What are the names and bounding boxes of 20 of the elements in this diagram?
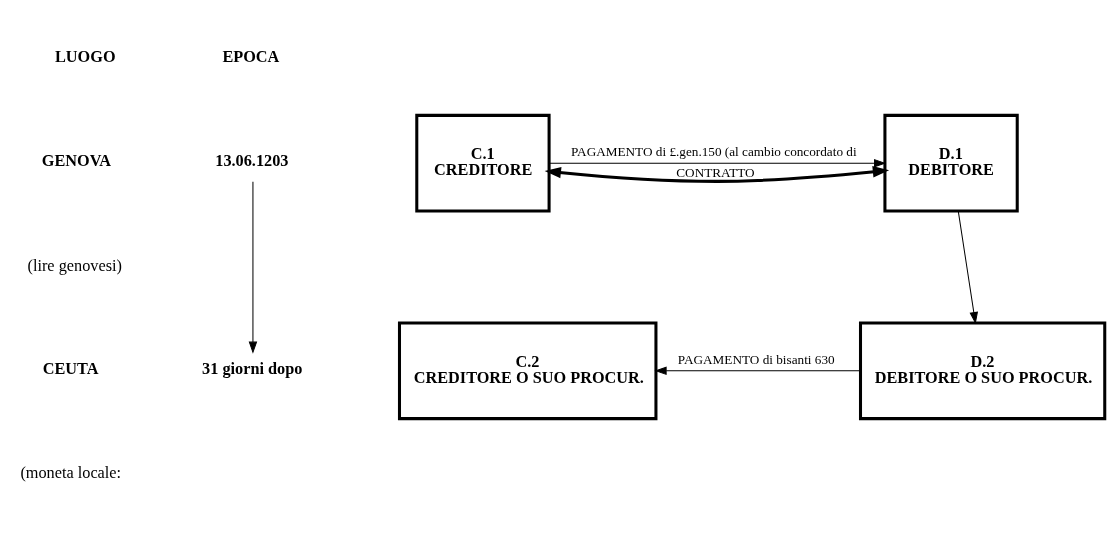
node-box: C.1 CREDITORE [415,113,551,213]
arrow [957,210,978,324]
node-box: D.2 DEBITORE O SUO PROCUR. [858,320,1107,420]
arrow [654,366,861,375]
arrow [248,180,258,354]
label: LUOGO [54,46,116,66]
edge-label: PAGAMENTO di bisanti 630 [677,351,835,367]
arrow [544,165,890,183]
node-text: 31 giorni dopo [202,358,303,378]
node-box: D.1 DEBITORE [883,113,1019,213]
edge-label: PAGAMENTO di £.gen.150 (al cambio concordato di [570,143,857,159]
label: CEUTA [42,358,99,378]
node-text: 13.06.1203 [215,150,289,170]
label: GENOVA [41,150,112,170]
edge-label: CONTRATTO [676,164,755,180]
label: EPOCA [222,46,280,66]
arrow [549,158,887,167]
node-box: C.2 CREDITORE O SUO PROCUR. [397,320,658,420]
label: (lire genovesi) [27,255,122,275]
label: (moneta locale: [20,462,122,482]
